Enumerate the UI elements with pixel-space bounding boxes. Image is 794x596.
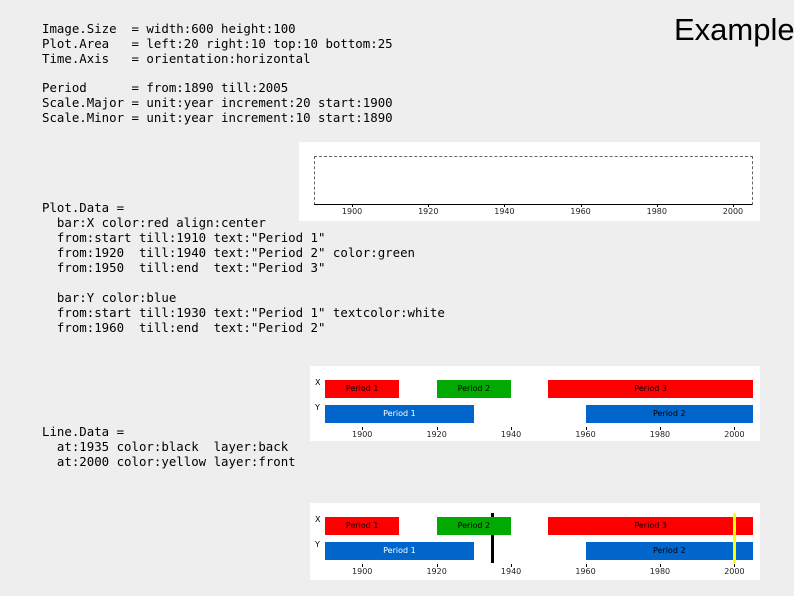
code-line: bar:X color:red align:center [42,215,266,230]
timeline-bar: Period 3 [548,380,753,398]
code-line: from:1920 till:1940 text:"Period 2" colo… [42,245,415,260]
row-label: Y [315,540,320,549]
axis-tick-label: 1940 [500,430,522,439]
axis-tick-mark [585,564,587,567]
axis-tick-mark [436,564,438,567]
code-line: at:2000 color:yellow layer:front [42,454,296,469]
marker-line-front [732,513,736,563]
code-line: from:1960 till:end text:"Period 2" [42,320,326,335]
axis-tick-mark [504,204,506,207]
code-line: Scale.Minor = unit:year increment:10 sta… [42,110,393,125]
axis-tick-mark [362,427,364,430]
plot-area-frame [314,156,753,205]
axis-tick-mark [656,204,658,207]
axis-tick-label: 1980 [646,207,667,216]
code-line: Period = from:1890 till:2005 [42,80,289,95]
code-block-plot-data-y: bar:Y color:blue from:start till:1930 te… [42,290,445,335]
timeline-preview-bars-with-lines: X Period 1 Period 2 Period 3 Y Period 1 Period… [310,503,760,580]
timeline-bar: Period 1 [325,405,474,423]
row-label: Y [315,403,320,412]
code-line: Time.Axis = orientation:horizontal [42,51,311,66]
axis-tick-label: 1980 [649,567,671,576]
code-block-plot-data-x: Plot.Data = bar:X color:red align:center… [42,200,415,275]
axis-tick-label: 2000 [722,207,744,216]
timeline-preview-axis-only: 1900 1920 1940 1960 1980 2000 [299,142,760,221]
axis-tick-mark [436,427,438,430]
axis-tick-mark [734,564,736,567]
axis-tick-label: 1960 [575,567,596,576]
timeline-bar: Period 2 [436,517,512,535]
axis-line [314,204,752,205]
axis-tick-mark [659,427,661,430]
timeline-bar: Period 2 [585,542,753,560]
axis-tick-label: 1940 [500,567,522,576]
axis-tick-mark [511,427,513,430]
code-line: at:1935 color:black layer:back [42,439,289,454]
timeline-bar: Period 1 [325,380,400,398]
axis-tick-mark [428,204,430,207]
code-line: Image.Size = width:600 height:100 [42,21,296,36]
axis-tick-label: 1920 [418,207,439,216]
code-line: Scale.Major = unit:year increment:20 sta… [42,95,393,110]
axis-tick-label: 2000 [724,567,745,576]
axis-tick-label: 1960 [570,207,591,216]
time-axis: 1900 1920 1940 1960 1980 2000 [314,204,752,220]
axis-tick-mark [352,204,354,207]
timeline-bar: Period 3 [548,517,753,535]
timeline-preview-bars: X Period 1 Period 2 Period 3 Y Period 1 Period… [310,366,760,441]
axis-tick-mark [511,564,513,567]
code-line: Plot.Data = [42,200,125,215]
axis-tick-mark [585,427,587,430]
axis-tick-label: 1920 [426,430,447,439]
code-line: Line.Data = [42,424,125,439]
code-line: from:1950 till:end text:"Period 3" [42,260,326,275]
code-line: bar:Y color:blue [42,290,177,305]
axis-tick-label: 1940 [494,207,515,216]
axis-tick-label: 2000 [724,430,745,439]
axis-tick-label: 1960 [575,430,596,439]
code-block-image-settings: Image.Size = width:600 height:100 Plot.A… [42,21,393,66]
marker-line-back [490,513,494,563]
axis-tick-mark [734,427,736,430]
row-label: X [315,515,321,524]
axis-tick-label: 1980 [649,430,671,439]
code-line: from:start till:1930 text:"Period 1" tex… [42,305,445,320]
slide-title: Example [674,12,794,47]
timeline-bar: Period 1 [325,542,474,560]
axis-tick-mark [659,564,661,567]
axis-tick-label: 1920 [426,567,447,576]
timeline-bar: Period 2 [585,405,753,423]
axis-tick-label: 1900 [352,567,373,576]
axis-tick-mark [362,564,364,567]
code-line: Plot.Area = left:20 right:10 top:10 bott… [42,36,393,51]
timeline-bar: Period 2 [436,380,512,398]
timeline-bar: Period 1 [325,517,400,535]
code-line: from:start till:1910 text:"Period 1" [42,230,326,245]
axis-tick-label: 1900 [352,430,373,439]
code-block-line-data: Line.Data = at:1935 color:black layer:ba… [42,424,296,469]
axis-tick-label: 1900 [341,207,363,216]
code-block-period-settings: Period = from:1890 till:2005 Scale.Major… [42,80,393,125]
axis-tick-mark [732,204,734,207]
axis-tick-mark [580,204,582,207]
row-label: X [315,378,321,387]
